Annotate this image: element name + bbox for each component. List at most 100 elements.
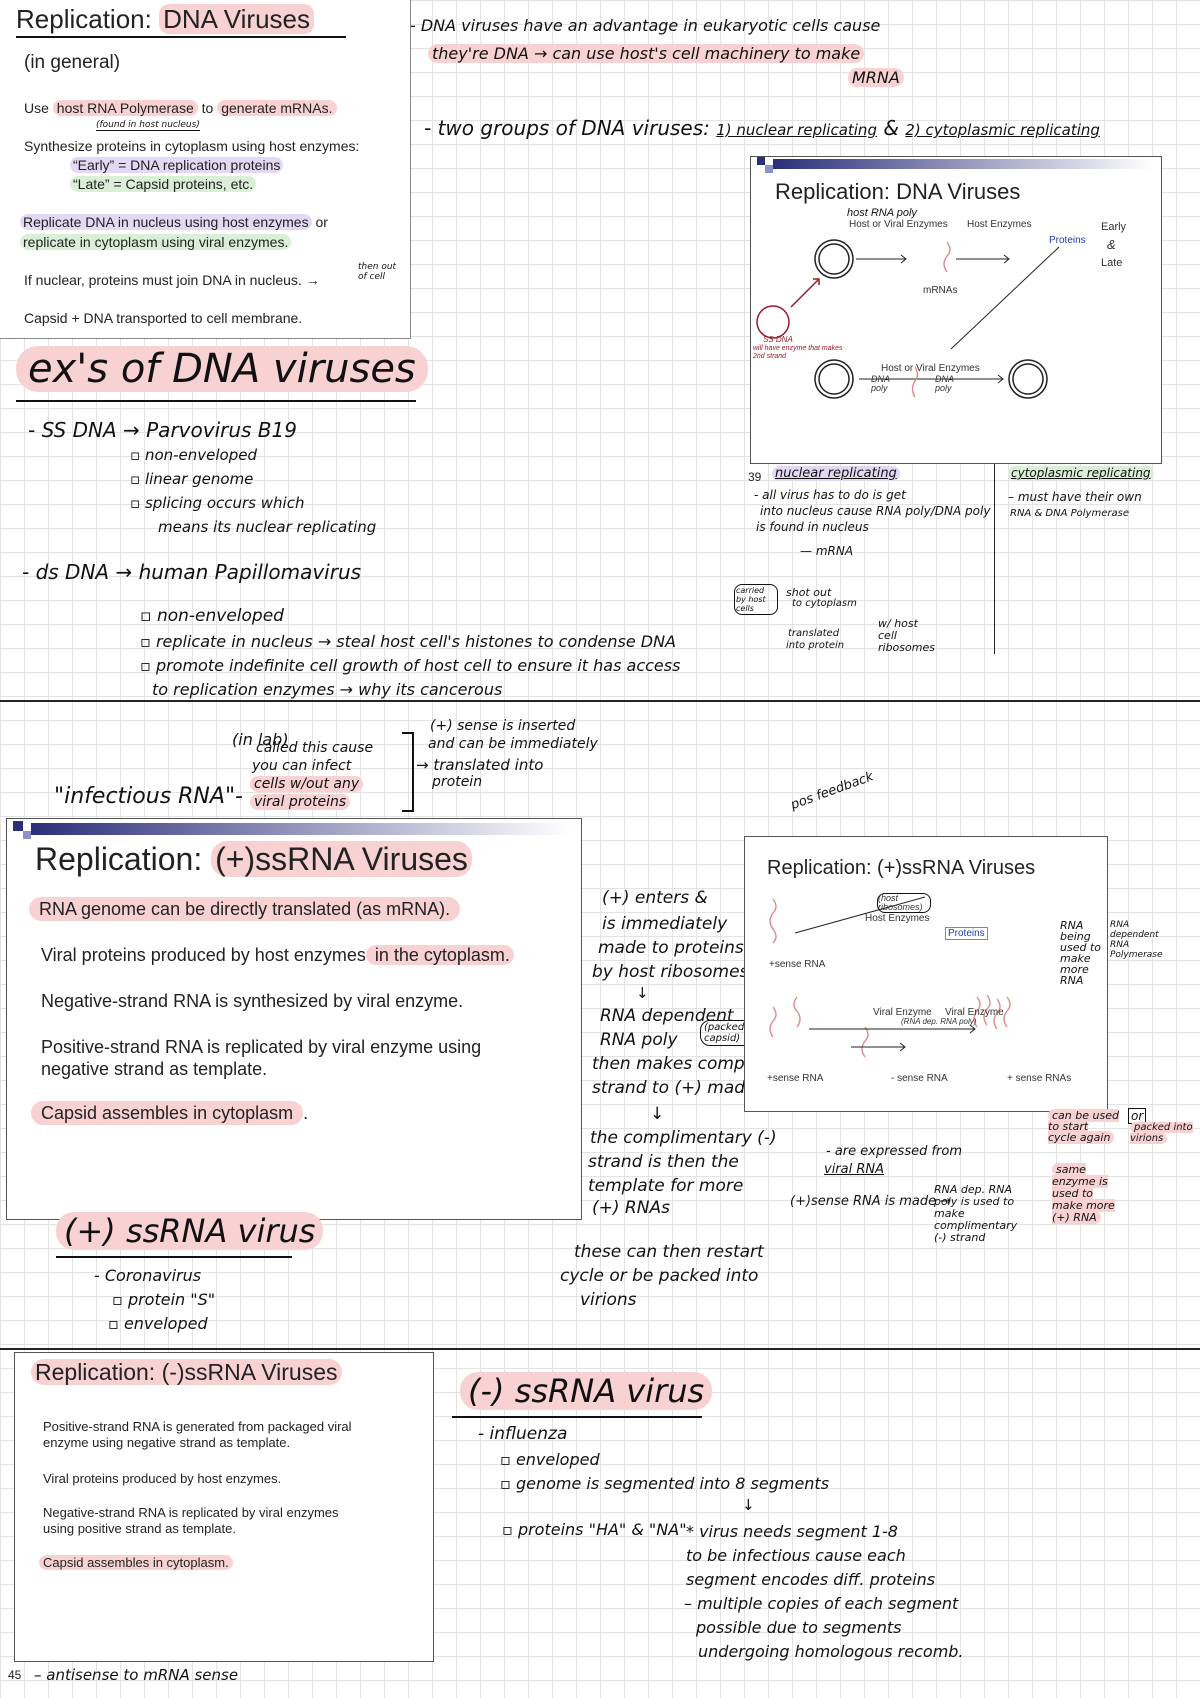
slide3-title-highlight: (+)ssRNA Viruses bbox=[211, 841, 472, 877]
slide4-sense1: +sense RNA bbox=[769, 959, 826, 970]
slide2-title: Replication: DNA Viruses bbox=[775, 179, 1021, 204]
infectious-b4: protein bbox=[432, 774, 483, 790]
slide1-subtitle: (in general) bbox=[24, 52, 121, 73]
slide1-title-pre: Replication: bbox=[16, 4, 160, 34]
nuclear-title: nuclear replicating bbox=[772, 466, 900, 481]
cyto-l2: RNA & DNA Polymerase bbox=[1010, 508, 1129, 519]
slide3-title-pre: Replication: bbox=[35, 841, 212, 877]
slide1-title-underline bbox=[16, 36, 346, 38]
slide4-diagram bbox=[769, 896, 1011, 1058]
slide4-same-text: same enzyme is used to make more (+) RNA bbox=[1052, 1163, 1115, 1224]
infectious-bracket bbox=[402, 732, 414, 812]
slide3-l5-post: . bbox=[303, 1103, 309, 1123]
slide4-antisense: - sense RNA bbox=[891, 1073, 948, 1084]
infectious-b3: → translated into bbox=[416, 756, 544, 774]
slide5-bottom-note: – antisense to mRNA sense bbox=[34, 1666, 239, 1684]
slide1-title-highlight: DNA Viruses bbox=[159, 4, 314, 34]
note-advantage-3: MRNA bbox=[848, 68, 904, 87]
minus-ss-underline bbox=[452, 1416, 702, 1418]
mid-m6: RNA poly bbox=[600, 1030, 678, 1050]
slide5-title-text: Replication: (-)ssRNA Viruses bbox=[31, 1359, 342, 1385]
mid-m9: the complimentary (-) bbox=[590, 1128, 777, 1148]
slide2-mrnas: mRNAs bbox=[923, 285, 958, 296]
minus-ss-l3: ▫ genome is segmented into 8 segments bbox=[500, 1474, 829, 1493]
slide4-r2: RNA dependent RNA Polymerase bbox=[1110, 920, 1163, 960]
plus-ss-l2: ▫ protein "S" bbox=[112, 1290, 215, 1309]
slide5-title: Replication: (-)ssRNA Viruses bbox=[31, 1359, 342, 1386]
note-two-groups-pre: - two groups of DNA viruses: bbox=[424, 116, 710, 140]
nuclear-l1: - all virus has to do is get bbox=[754, 488, 906, 502]
mid-m15: virions bbox=[580, 1290, 637, 1310]
exs-title: ex's of DNA viruses bbox=[16, 346, 428, 392]
bullet-icon: ▫ bbox=[130, 470, 145, 488]
slide5-l1a: Positive-strand RNA is generated from pa… bbox=[43, 1419, 352, 1434]
cyto-title-text: cytoplasmic replicating bbox=[1008, 466, 1154, 480]
nuclear-l3: is found in nucleus bbox=[756, 520, 869, 534]
slide2-amp: & bbox=[1107, 237, 1116, 252]
cyto-title: cytoplasmic replicating bbox=[1008, 466, 1154, 480]
minus-ss-l4-text: proteins "HA" & "NA" bbox=[517, 1520, 687, 1539]
slide5-page-num: 45 bbox=[8, 1668, 22, 1682]
slide5-l2: Viral proteins produced by host enzymes. bbox=[43, 1471, 282, 1486]
diagram-cell-1 bbox=[814, 239, 854, 279]
cyto-l1: – must have their own bbox=[1008, 490, 1142, 504]
slide3-l2-pre: Viral proteins produced by host enzymes bbox=[41, 945, 366, 965]
minus-ss-n2: to be infectious cause each bbox=[686, 1546, 906, 1565]
slide1-line1-highlight1: host RNA Polymerase bbox=[52, 100, 198, 116]
slide1-line3-text: “Early” = DNA replication proteins bbox=[70, 157, 284, 173]
infectious-a1: called this cause bbox=[256, 740, 374, 756]
slide-dna-general: Replication: DNA Viruses (in general) Us… bbox=[0, 0, 411, 339]
slide3-l5-highlight: Capsid assembles in cytoplasm bbox=[31, 1101, 304, 1125]
slide3-l1: RNA genome can be directly translated (a… bbox=[29, 897, 461, 921]
slide4-r1: RNA being used to make more RNA bbox=[1060, 919, 1101, 987]
slide1-line4-text: “Late” = Capsid proteins, etc. bbox=[70, 176, 257, 192]
slide1-line5-highlight: Replicate DNA in nucleus using host enzy… bbox=[20, 214, 312, 230]
slide4-sense2: +sense RNA bbox=[767, 1073, 824, 1084]
slide2-proteins: Proteins bbox=[1049, 235, 1086, 246]
mid-m10: strand is then the bbox=[588, 1152, 739, 1172]
slide-plus-ssrna-text: Replication: (+)ssRNA Viruses RNA genome… bbox=[6, 818, 582, 1220]
bullet-icon: ▫ bbox=[500, 1474, 516, 1493]
exs-ds3-text: promote indefinite cell growth of host c… bbox=[155, 656, 681, 675]
slide4-expressed2: viral RNA bbox=[824, 1162, 885, 1177]
slide5-l3a: Negative-strand RNA is replicated by vir… bbox=[43, 1505, 339, 1520]
plus-ss-l1: - Coronavirus bbox=[94, 1266, 202, 1285]
mid-m3: made to proteins bbox=[598, 938, 744, 958]
slide2-ssdna: SS DNA bbox=[763, 335, 793, 344]
slide2-early: Early bbox=[1101, 221, 1127, 233]
diagram-ssdna-circle bbox=[756, 305, 790, 339]
bullet-icon: ▫ bbox=[112, 1290, 128, 1309]
infectious-a2: you can infect bbox=[252, 758, 352, 774]
bullet-icon: ▫ bbox=[140, 606, 157, 626]
note-group-amp: & bbox=[883, 116, 899, 140]
minus-ss-l1: - influenza bbox=[478, 1424, 568, 1444]
slide2-host-rna-poly: host RNA poly bbox=[847, 207, 917, 219]
minus-ss-l2: ▫ enveloped bbox=[500, 1450, 600, 1469]
bullet-icon: ▫ bbox=[500, 1450, 516, 1469]
slide4-title: Replication: (+)ssRNA Viruses bbox=[767, 857, 1036, 879]
mid-m4: by host ribosomes bbox=[592, 962, 749, 982]
slide1-line7-note: then out of cell bbox=[358, 262, 397, 282]
slide4-host-ribo: (host ribosomes) bbox=[877, 893, 931, 913]
mid-m12: (+) RNAs bbox=[592, 1198, 670, 1218]
slide4-rna-dep2: RNA dep. RNA poly is used to make compli… bbox=[934, 1183, 1018, 1244]
nuclear-l5: carried by host cells bbox=[734, 584, 778, 615]
exs-ss3-text: splicing occurs which bbox=[144, 494, 305, 512]
arrow-down-icon: ↓ bbox=[636, 984, 649, 1002]
bullet-icon: ▫ bbox=[140, 656, 156, 675]
exs-title-underline bbox=[16, 400, 416, 402]
slide4-viral-enzyme-1: Viral Enzyme bbox=[873, 1007, 932, 1018]
slide2-host-or-viral: Host or Viral Enzymes bbox=[849, 219, 948, 230]
infectious-a4: viral proteins bbox=[250, 794, 351, 810]
slide3-corner-deco bbox=[7, 819, 581, 839]
exs-ss2-text: linear genome bbox=[144, 470, 254, 488]
mid-arrow-2: ↓ bbox=[650, 1104, 664, 1124]
note-two-groups: - two groups of DNA viruses: 1) nuclear … bbox=[424, 116, 1100, 140]
mid-m5: RNA dependent bbox=[600, 1006, 734, 1026]
exs-ss1: ▫ non-enveloped bbox=[130, 446, 257, 464]
slide3-l2: Viral proteins produced by host enzymes … bbox=[41, 945, 514, 966]
plus-ss-underline bbox=[56, 1256, 292, 1258]
minus-ss-l2-text: enveloped bbox=[515, 1450, 600, 1469]
minus-ss-n3: segment encodes diff. proteins bbox=[686, 1570, 936, 1589]
mid-arrow-1: ↓ bbox=[636, 984, 649, 1002]
